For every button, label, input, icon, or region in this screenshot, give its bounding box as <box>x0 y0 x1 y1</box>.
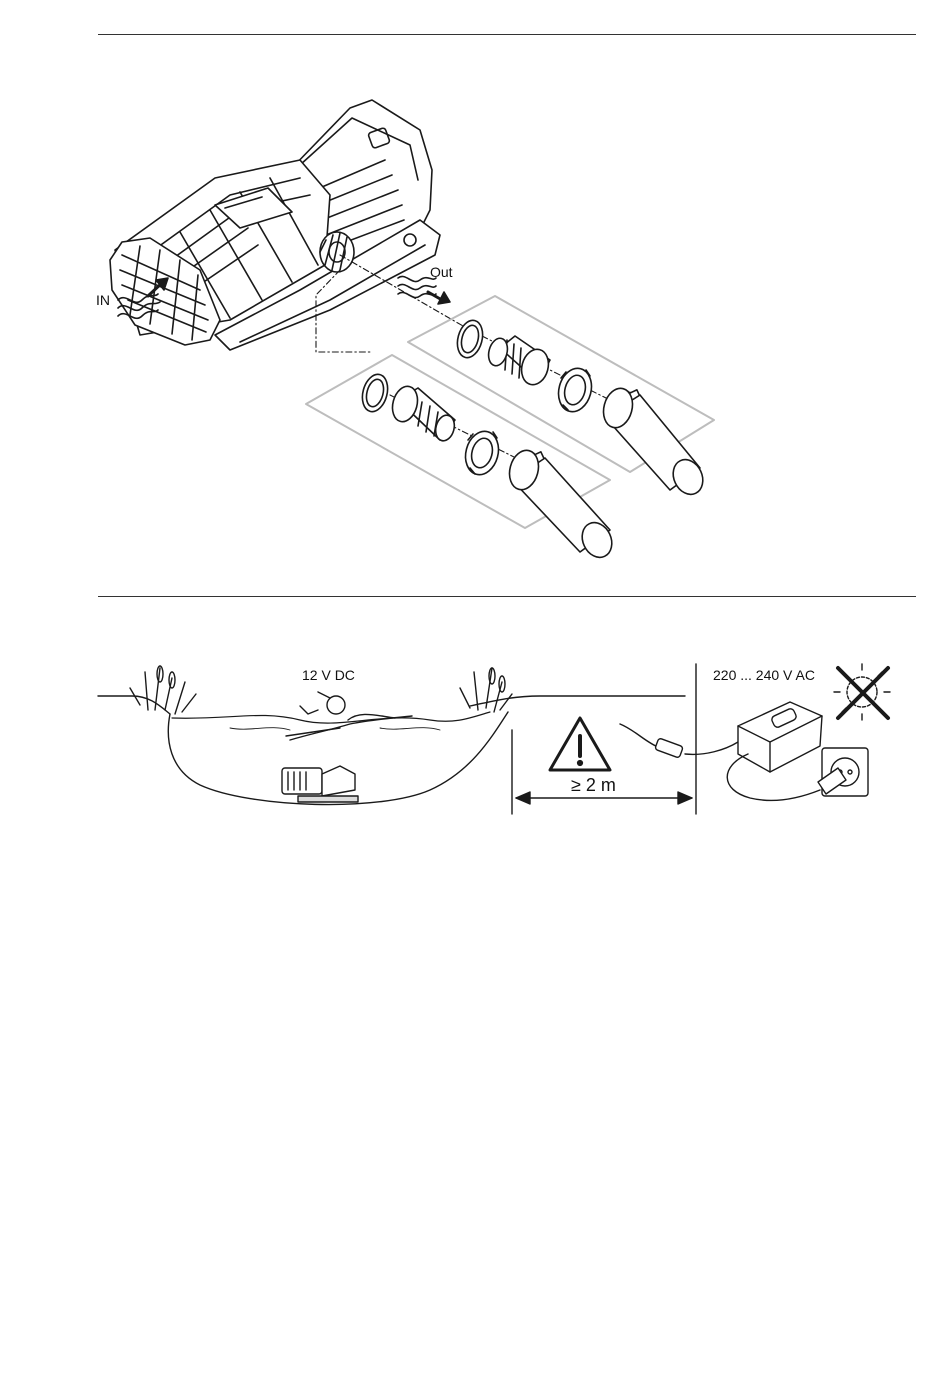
cable-connector <box>655 738 684 758</box>
ground-line <box>98 696 685 714</box>
outlet-flow-arrows <box>398 276 450 304</box>
power-transformer <box>738 702 822 772</box>
pump-outlet-thread <box>320 232 354 272</box>
hose-upper <box>599 385 708 499</box>
water-surface <box>172 712 490 723</box>
swimmer-figure <box>286 692 412 740</box>
seal-ring-lower <box>358 372 391 415</box>
submerged-pump <box>282 766 358 802</box>
union-nut-upper <box>554 365 596 416</box>
top-rule <box>98 34 916 35</box>
middle-rule <box>98 596 916 597</box>
union-nut-lower <box>461 428 503 479</box>
no-direct-sunlight-icon <box>834 664 890 720</box>
hose-adapter-upper <box>486 336 553 388</box>
reed-plants-left <box>130 666 196 714</box>
warning-triangle-icon <box>550 718 610 770</box>
pump-hose-connection-diagram <box>0 60 950 560</box>
seal-ring-upper <box>453 318 486 361</box>
safety-distance-label: ≥ 2 m <box>571 775 616 796</box>
hose-adapter-lower <box>389 384 457 443</box>
pump-voltage-label: 12 V DC <box>302 667 355 683</box>
outlet-label: Out <box>430 264 453 280</box>
inlet-label: IN <box>96 292 110 308</box>
low-voltage-cable <box>620 724 660 748</box>
reed-plants-right <box>460 668 512 712</box>
mains-voltage-label: 220 ... 240 V AC <box>713 667 815 683</box>
hose-lower <box>505 447 617 560</box>
